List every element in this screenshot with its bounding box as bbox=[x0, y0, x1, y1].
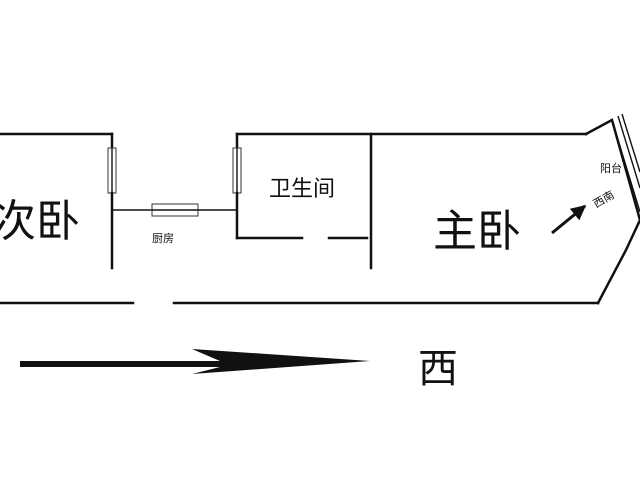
balcony-label: 阳台 bbox=[600, 161, 622, 175]
balcony-window-line-1 bbox=[611, 119, 640, 213]
bathroom-label: 卫生间 bbox=[269, 177, 335, 202]
balcony-wall bbox=[584, 118, 640, 305]
second-bedroom-label: 次卧 bbox=[0, 196, 80, 247]
west-arrow-icon bbox=[20, 349, 370, 374]
southwest-label: 西南 bbox=[591, 188, 617, 210]
kitchen-label: 厨房 bbox=[152, 232, 174, 245]
master-bedroom-label: 主卧 bbox=[433, 206, 521, 257]
balcony-window-line-3 bbox=[621, 113, 640, 173]
balcony-window-line-2 bbox=[617, 115, 640, 189]
southwest-arrow-icon bbox=[551, 204, 587, 235]
west-label: 西 bbox=[418, 346, 458, 392]
